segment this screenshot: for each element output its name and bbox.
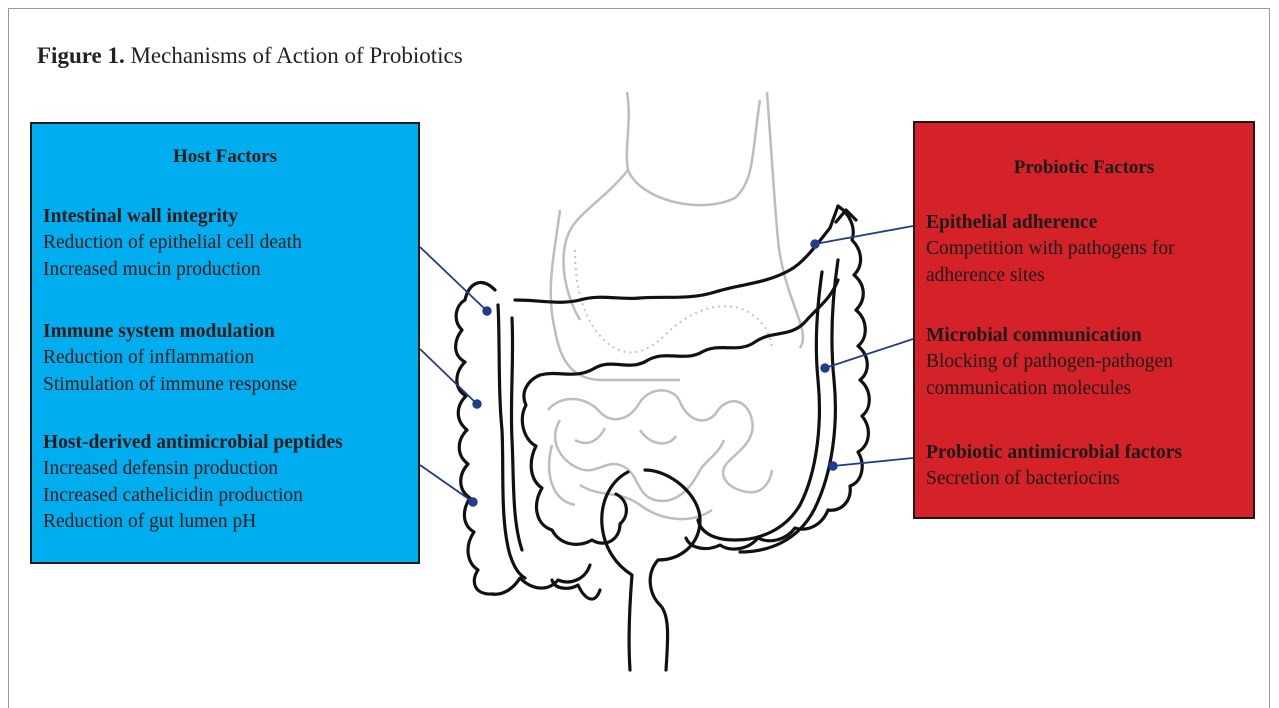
appendix [552, 580, 600, 599]
section-line: Blocking of pathogen-pathogen [926, 349, 1247, 376]
leader-wall-integrity [420, 247, 487, 311]
colon [456, 206, 870, 670]
leader-immune [420, 349, 477, 404]
section-heading: Epithelial adherence [926, 209, 1247, 236]
leader-peptides-dot [469, 498, 477, 506]
section-line: Reduction of inflammation [43, 345, 412, 372]
host-section-immune: Immune system modulation Reduction of in… [43, 318, 412, 398]
section-line: Secretion of bacteriocins [926, 466, 1247, 493]
esophagus-stomach [627, 92, 803, 348]
section-line: Competition with pathogens for [926, 236, 1247, 263]
cecum [522, 375, 626, 544]
leader-bacteriocins [833, 458, 913, 466]
colon-descending-tip [836, 210, 856, 222]
section-line: Increased mucin production [43, 257, 412, 284]
section-line: Stimulation of immune response [43, 372, 412, 399]
faded-organs [548, 92, 803, 519]
section-line: communication molecules [926, 376, 1247, 403]
probiotic-factors-title: Probiotic Factors [915, 157, 1253, 179]
rectum [602, 472, 632, 670]
probiotic-section-antimicrobial: Probiotic antimicrobial factors Secretio… [926, 439, 1247, 493]
section-line: adherence sites [926, 263, 1247, 290]
leader-bacteriocins-dot [829, 462, 837, 470]
leader-wall-integrity-dot [483, 307, 491, 315]
section-line: Increased cathelicidin production [43, 483, 412, 510]
section-heading: Probiotic antimicrobial factors [926, 439, 1247, 466]
leader-lines [420, 226, 913, 506]
host-factors-title: Host Factors [32, 146, 418, 168]
section-line: Increased defensin production [43, 456, 412, 483]
colon-transverse-bottom [540, 280, 838, 375]
colon-ascending-inner2 [511, 318, 522, 550]
leader-immune-dot [473, 400, 481, 408]
section-line: Reduction of epithelial cell death [43, 230, 412, 257]
hidden-outline [575, 250, 772, 352]
leader-communication [825, 339, 913, 368]
colon-descending-inner [698, 272, 822, 540]
probiotic-section-communication: Microbial communication Blocking of path… [926, 322, 1247, 402]
colon-descending-outer [686, 206, 869, 549]
section-heading: Immune system modulation [43, 318, 412, 345]
probiotic-factors-box: Probiotic Factors Epithelial adherence C… [913, 121, 1255, 519]
section-heading: Microbial communication [926, 322, 1247, 349]
probiotic-section-adherence: Epithelial adherence Competition with pa… [926, 209, 1247, 289]
section-line: Reduction of gut lumen pH [43, 509, 412, 536]
host-section-peptides: Host-derived antimicrobial peptides Incr… [43, 429, 412, 536]
section-heading: Intestinal wall integrity [43, 203, 412, 230]
section-heading: Host-derived antimicrobial peptides [43, 429, 412, 456]
leader-adherence-dot [811, 240, 819, 248]
small-intestine [548, 390, 772, 519]
leader-communication-dot [821, 364, 829, 372]
host-section-wall-integrity: Intestinal wall integrity Reduction of e… [43, 203, 412, 283]
host-factors-box: Host Factors Intestinal wall integrity R… [30, 122, 420, 564]
